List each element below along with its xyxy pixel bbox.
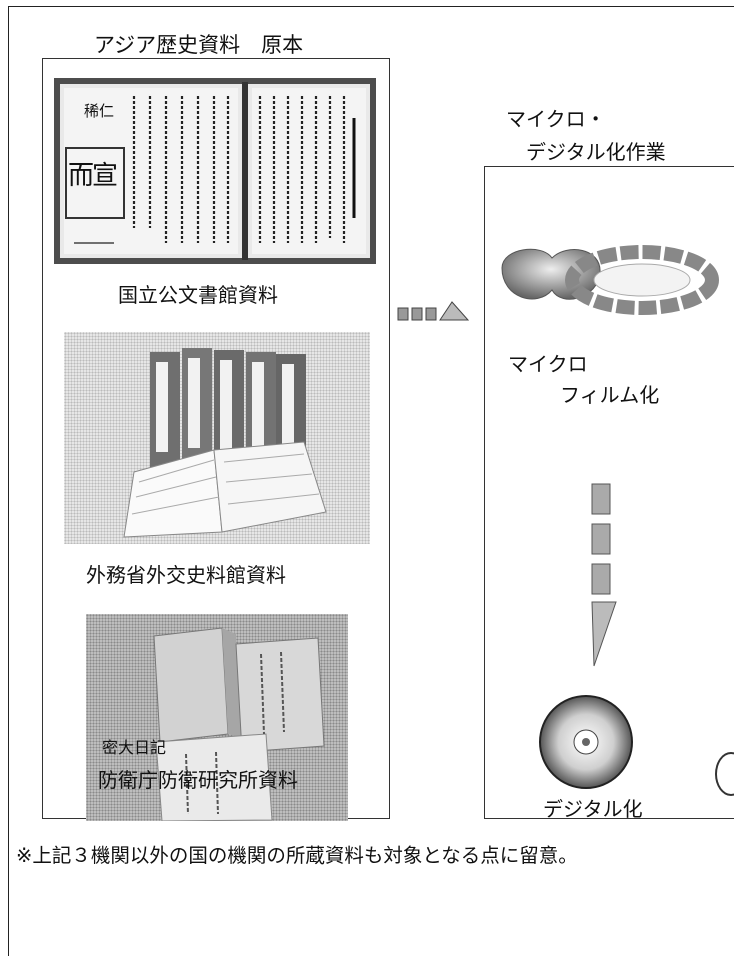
microfilm-reel-svg xyxy=(501,245,719,315)
manuscript-photo: 稀仁 而宣 xyxy=(54,78,376,264)
dashed-arrow-down xyxy=(586,480,630,670)
dashed-arrow-right-svg xyxy=(397,301,470,321)
manuscript-seal-big: 而宣 xyxy=(68,161,118,191)
dashed-arrow-down-svg xyxy=(591,483,617,667)
box-files-svg xyxy=(153,627,325,821)
right-panel-title-line1: マイクロ・ xyxy=(506,107,606,131)
left-panel-title: アジア歴史資料 原本 xyxy=(94,33,304,57)
dashed-arrow-right xyxy=(396,298,476,326)
binder-books-svg xyxy=(123,348,327,538)
step1-label-line2: フィルム化 xyxy=(560,383,660,407)
box-photo-label: 密大日記 xyxy=(102,738,167,757)
footnote: ※上記３機関以外の国の機関の所蔵資料も対象となる点に留意。 xyxy=(16,844,578,867)
outer-frame xyxy=(8,6,734,956)
box-files-photo: 密大日記 xyxy=(86,614,348,821)
cd-disc-icon xyxy=(536,693,636,791)
manuscript-svg xyxy=(54,78,376,264)
microfilm-reel-icon xyxy=(492,228,734,328)
step1-label-line1: マイクロ xyxy=(508,352,588,376)
binder-books-photo xyxy=(64,332,370,544)
manuscript-seal-text: 稀仁 xyxy=(84,102,115,120)
right-panel-title-line2: デジタル化作業 xyxy=(526,140,666,164)
cd-disc-svg xyxy=(539,695,633,789)
right-panel xyxy=(484,166,734,819)
archive-label-foreign: 外務省外交史料館資料 xyxy=(86,563,286,587)
step2-label: デジタル化 xyxy=(543,797,643,821)
archive-label-defense: 防衛庁防衛研究所資料 xyxy=(98,768,298,792)
archive-label-national: 国立公文書館資料 xyxy=(118,283,278,307)
